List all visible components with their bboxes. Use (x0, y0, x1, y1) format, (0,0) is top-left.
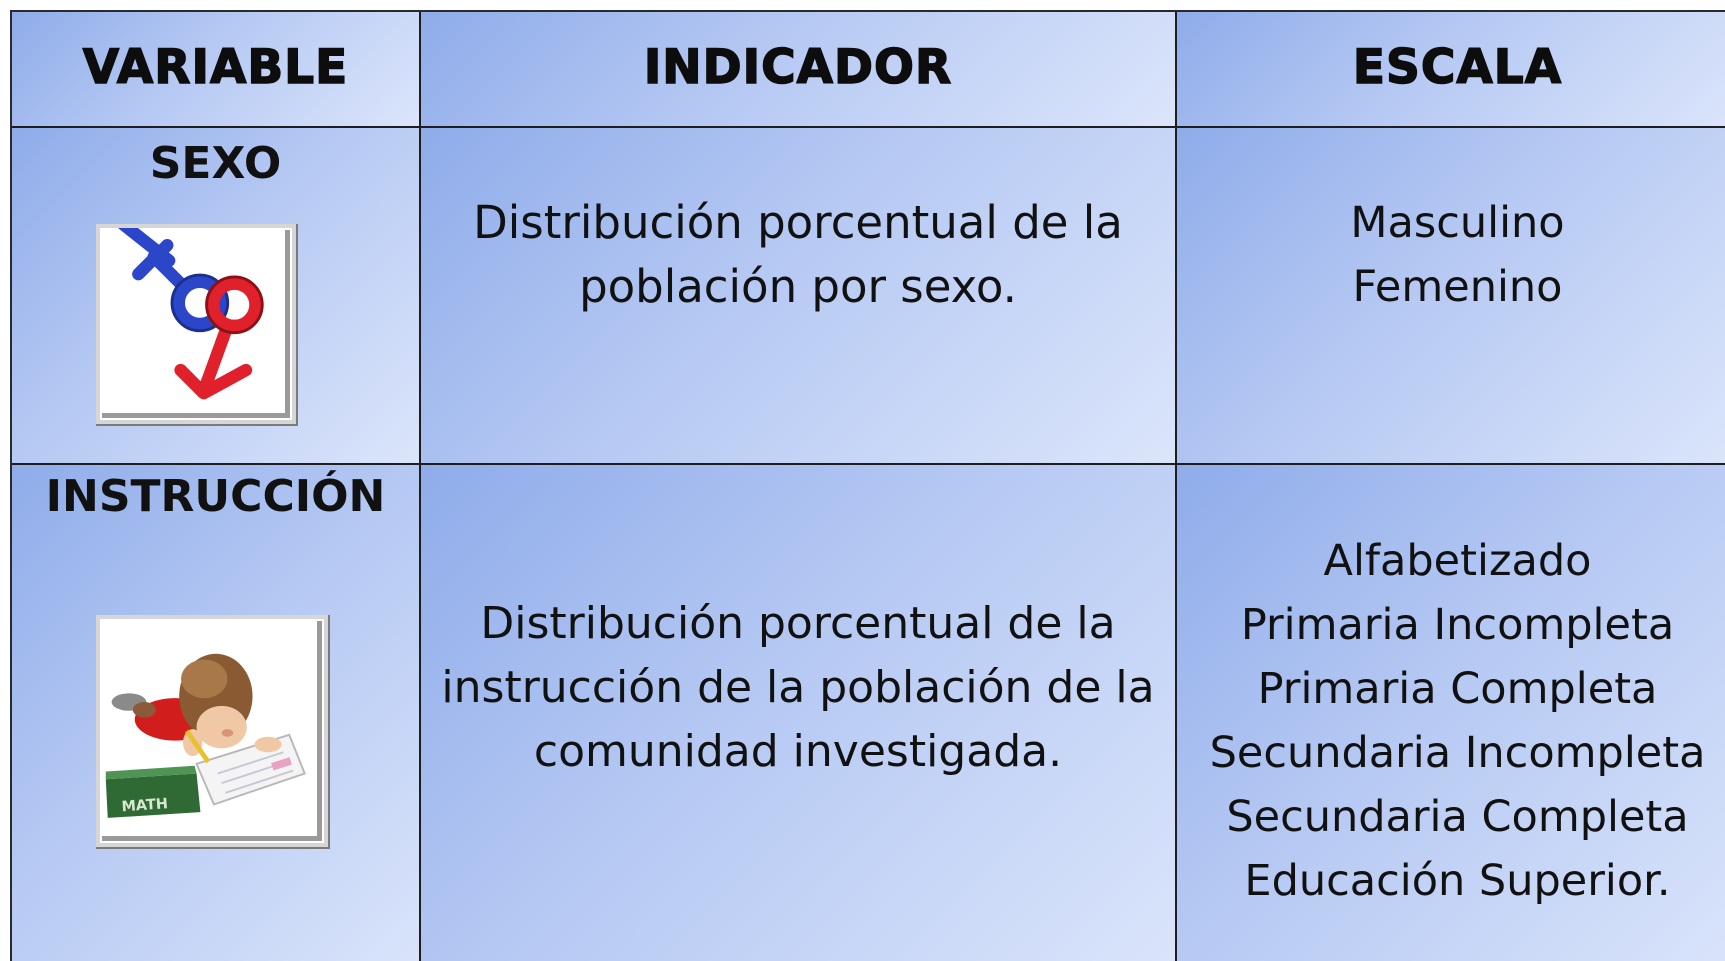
table-row-sexo-indicador: Distribución porcentual de la población … (421, 128, 1177, 465)
table-row-sexo-escala: Masculino Femenino (1177, 128, 1725, 465)
escala-sexo: Masculino Femenino (1177, 191, 1725, 319)
table-row-instruccion-escala: Alfabetizado Primaria Incompleta Primari… (1177, 465, 1725, 961)
header-variable: VARIABLE (82, 39, 349, 96)
escala-instruccion-item: Secundaria Incompleta (1209, 728, 1706, 778)
student-studying-icon: MATH (96, 615, 328, 847)
header-escala: ESCALA (1352, 39, 1563, 96)
svg-text:MATH: MATH (121, 796, 168, 815)
table-left-border (10, 10, 12, 961)
indicador-sexo-line: Distribución porcentual de la (473, 196, 1123, 249)
indicador-instruccion: Distribución porcentual de la instrucció… (421, 592, 1175, 784)
variable-name-sexo: SEXO (149, 138, 282, 189)
escala-sexo-item: Masculino (1350, 198, 1565, 248)
indicador-instruccion-line: comunidad investigada. (533, 726, 1063, 777)
table-row-sexo-variable: SEXO (12, 128, 421, 465)
escala-instruccion-item: Secundaria Completa (1226, 792, 1689, 842)
escala-instruccion-item: Alfabetizado (1323, 536, 1592, 586)
escala-instruccion-item: Educación Superior. (1244, 856, 1671, 906)
table-row-instruccion-indicador: Distribución porcentual de la instrucció… (421, 465, 1177, 961)
table-top-border (10, 10, 1725, 12)
escala-instruccion-item: Primaria Incompleta (1240, 600, 1675, 650)
indicador-instruccion-line: instrucción de la población de la (441, 662, 1155, 713)
header-cell-indicador: INDICADOR (421, 12, 1177, 128)
escala-instruccion: Alfabetizado Primaria Incompleta Primari… (1177, 529, 1725, 913)
header-indicador: INDICADOR (643, 39, 953, 96)
escala-sexo-item: Femenino (1352, 262, 1563, 312)
header-cell-variable: VARIABLE (12, 12, 421, 128)
header-cell-escala: ESCALA (1177, 12, 1725, 128)
indicador-sexo: Distribución porcentual de la población … (421, 191, 1175, 319)
gender-symbols-icon (96, 224, 296, 424)
table-row-instruccion-variable: INSTRUCCIÓN MATH (12, 465, 421, 961)
escala-instruccion-item: Primaria Completa (1257, 664, 1658, 714)
indicador-sexo-line: población por sexo. (579, 260, 1017, 313)
variable-name-instruccion: INSTRUCCIÓN (45, 471, 386, 522)
indicador-instruccion-line: Distribución porcentual de la (480, 598, 1116, 649)
